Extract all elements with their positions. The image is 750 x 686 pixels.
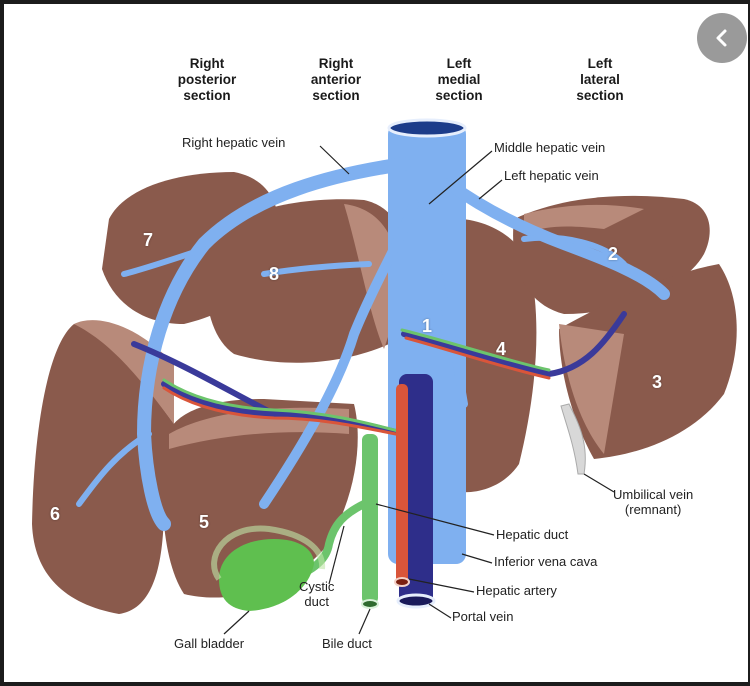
label-middle-hepatic-vein: Middle hepatic vein (494, 140, 606, 155)
leader-left-hepatic-vein (478, 179, 503, 200)
liver-segment-8-face (344, 204, 400, 349)
bile-duct-opening (361, 599, 379, 609)
hepatic-artery-trunk (396, 384, 408, 584)
right-hepatic-branch-low (76, 431, 152, 507)
leader-right-hepatic-vein (319, 145, 350, 175)
heading-left-lateral-section: Left lateral section (576, 56, 624, 103)
leader-gall-bladder (223, 610, 250, 635)
leader-cystic-duct (328, 525, 345, 585)
middle-hepatic-branch-8 (261, 261, 372, 277)
liver-segment-3-face (559, 324, 624, 454)
ivc-top-opening (387, 118, 467, 138)
leader-umbilical (583, 473, 615, 493)
gall-bladder-glow (211, 525, 326, 581)
segment-number-6: 6 (50, 504, 61, 524)
segment-number-1: 1 (422, 316, 433, 336)
label-hepatic-duct: Hepatic duct (496, 527, 569, 542)
segment-number-2: 2 (608, 244, 619, 264)
left-hepatic-vein-path (443, 178, 670, 300)
segment-number-7: 7 (143, 230, 154, 250)
liver-segment-2-face (524, 204, 644, 234)
label-umbilical-vein: Umbilical vein (remnant) (613, 487, 694, 517)
liver-anatomy-illustration (32, 118, 737, 635)
label-right-hepatic-vein: Right hepatic vein (182, 135, 286, 150)
leader-lines (223, 145, 615, 635)
portal-vein-opening (396, 593, 436, 609)
label-bile-duct: Bile duct (322, 636, 372, 651)
segment-number-8: 8 (269, 264, 280, 284)
liver-segments (32, 172, 737, 614)
right-hepatic-vein-path (136, 157, 411, 531)
leader-ivc (461, 553, 493, 564)
chevron-left-icon (716, 29, 727, 47)
leader-portal-vein (428, 603, 452, 619)
leader-bile-duct (358, 608, 371, 635)
diagram-canvas: Right posterior section Right anterior s… (4, 4, 748, 682)
portal-triad-branches (131, 311, 627, 438)
heading-right-anterior-section: Right anterior section (310, 56, 362, 103)
label-cystic-duct: Cystic duct (299, 579, 335, 609)
hepatic-artery-branches (162, 336, 551, 438)
gall-bladder-shape (219, 539, 314, 611)
left-hepatic-branch-2 (521, 234, 627, 267)
liver-segment-5-shape (162, 399, 358, 598)
bile-duct-branches (162, 328, 551, 434)
hepatic-artery-opening (394, 577, 410, 587)
middle-hepatic-vein-path (259, 199, 419, 509)
leader-hepatic-duct (375, 503, 495, 536)
umbilical-ligament-shape (560, 403, 586, 475)
heading-right-posterior-section: Right posterior section (177, 56, 237, 103)
segment-number-4: 4 (496, 339, 507, 359)
label-portal-vein: Portal vein (452, 609, 514, 624)
label-hepatic-artery: Hepatic artery (476, 583, 557, 598)
label-gall-bladder: Gall bladder (174, 636, 245, 651)
heading-left-medial-section: Left medial section (435, 56, 483, 103)
leader-hepatic-artery (408, 578, 475, 593)
segment-number-3: 3 (652, 372, 663, 392)
hilar-structures (211, 374, 436, 611)
label-left-hepatic-vein: Left hepatic vein (504, 168, 599, 183)
left-medial-branch (430, 250, 468, 408)
label-inferior-vena-cava: Inferior vena cava (494, 554, 598, 569)
segment-number-5: 5 (199, 512, 210, 532)
back-button[interactable] (697, 13, 747, 63)
bile-duct-trunk (362, 434, 378, 604)
right-hepatic-branch (121, 246, 207, 277)
portal-vein-branches (131, 311, 627, 437)
leader-middle-hepatic-vein (428, 150, 493, 205)
